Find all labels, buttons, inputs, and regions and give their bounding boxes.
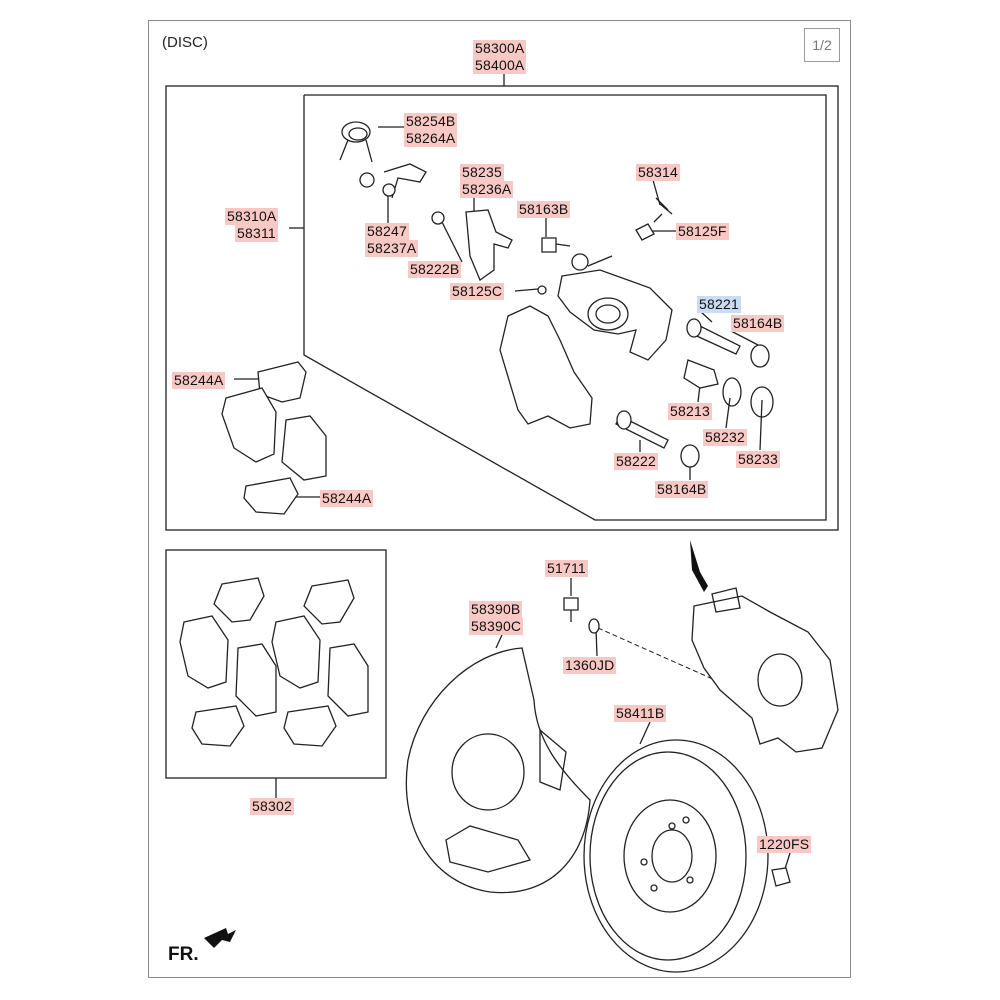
piston-boot-part: [750, 386, 774, 418]
nut-part: [382, 183, 396, 197]
label-58244A-top[interactable]: 58244A: [172, 372, 226, 389]
label-58232[interactable]: 58232: [703, 429, 747, 446]
label-58235[interactable]: 58235: [460, 164, 504, 181]
label-58164B-bottom[interactable]: 58164B: [655, 481, 709, 498]
label-58221-selected[interactable]: 58221: [697, 296, 741, 313]
label-58264A[interactable]: 58264A: [404, 130, 458, 147]
label-1360JD[interactable]: 1360JD: [563, 657, 617, 674]
label-58390C[interactable]: 58390C: [469, 618, 524, 635]
label-58213[interactable]: 58213: [668, 403, 712, 420]
boot-lower-part: [680, 444, 700, 468]
pad-kit-group: [179, 577, 369, 747]
page-indicator[interactable]: 1/2: [804, 28, 840, 62]
caliper-subassembly-frame: [303, 94, 827, 521]
label-58400A[interactable]: 58400A: [473, 57, 527, 74]
label-58390B[interactable]: 58390B: [469, 601, 523, 618]
diagram-title: (DISC): [162, 34, 208, 51]
brake-disc-part: [583, 739, 769, 973]
washer-1360JD-part: [588, 618, 600, 634]
label-1220FS[interactable]: 1220FS: [757, 836, 812, 853]
pin-retainer-part: [383, 163, 427, 199]
label-58254B[interactable]: 58254B: [404, 113, 458, 130]
spring-clip-part: [339, 121, 373, 163]
label-58300A[interactable]: 58300A: [473, 40, 527, 57]
caliper-body-part: [557, 253, 673, 361]
label-58310A[interactable]: 58310A: [225, 208, 279, 225]
bleeder-screw-part: [635, 223, 655, 241]
bracket-plate-part: [465, 209, 513, 282]
assembly-arrow-icon: [690, 540, 708, 592]
label-58236A[interactable]: 58236A: [460, 181, 514, 198]
label-58125C[interactable]: 58125C: [450, 283, 505, 300]
piston-part: [683, 359, 719, 389]
label-58411B[interactable]: 58411B: [614, 705, 667, 722]
pads-upper-group: [221, 361, 327, 515]
label-58302[interactable]: 58302: [250, 798, 294, 815]
label-58222B[interactable]: 58222B: [408, 261, 462, 278]
nut-part-2: [431, 211, 445, 225]
label-58237A[interactable]: 58237A: [365, 240, 419, 257]
guide-pin-lower-head: [616, 410, 632, 430]
assembled-caliper-part: [691, 587, 839, 753]
bolt-51711-part: [563, 597, 579, 622]
caliper-assembly-frame: [165, 85, 839, 531]
washer-part: [359, 172, 375, 188]
boot-upper-part: [750, 344, 770, 368]
label-58163B[interactable]: 58163B: [517, 201, 571, 218]
guide-pin-upper-head: [686, 318, 702, 338]
disc-screw-1220FS-part: [771, 867, 791, 887]
front-arrow-icon: [204, 928, 236, 948]
label-58314[interactable]: 58314: [636, 164, 680, 181]
front-direction-label: FR.: [168, 944, 199, 965]
dust-shield-part: [405, 647, 591, 894]
bolt-part: [541, 237, 571, 253]
label-51711[interactable]: 51711: [545, 560, 588, 577]
label-58164B-top[interactable]: 58164B: [731, 315, 785, 332]
carrier-bracket-part: [499, 305, 593, 429]
label-58125F[interactable]: 58125F: [676, 223, 729, 240]
bleeder-cap-part: [653, 197, 673, 223]
label-58311[interactable]: 58311: [235, 225, 278, 242]
label-58244A-bottom[interactable]: 58244A: [320, 490, 374, 507]
label-58222[interactable]: 58222: [614, 453, 658, 470]
piston-seal-part: [722, 377, 742, 407]
label-58233[interactable]: 58233: [736, 451, 780, 468]
small-cap-part: [537, 285, 547, 295]
label-58247[interactable]: 58247: [365, 223, 409, 240]
